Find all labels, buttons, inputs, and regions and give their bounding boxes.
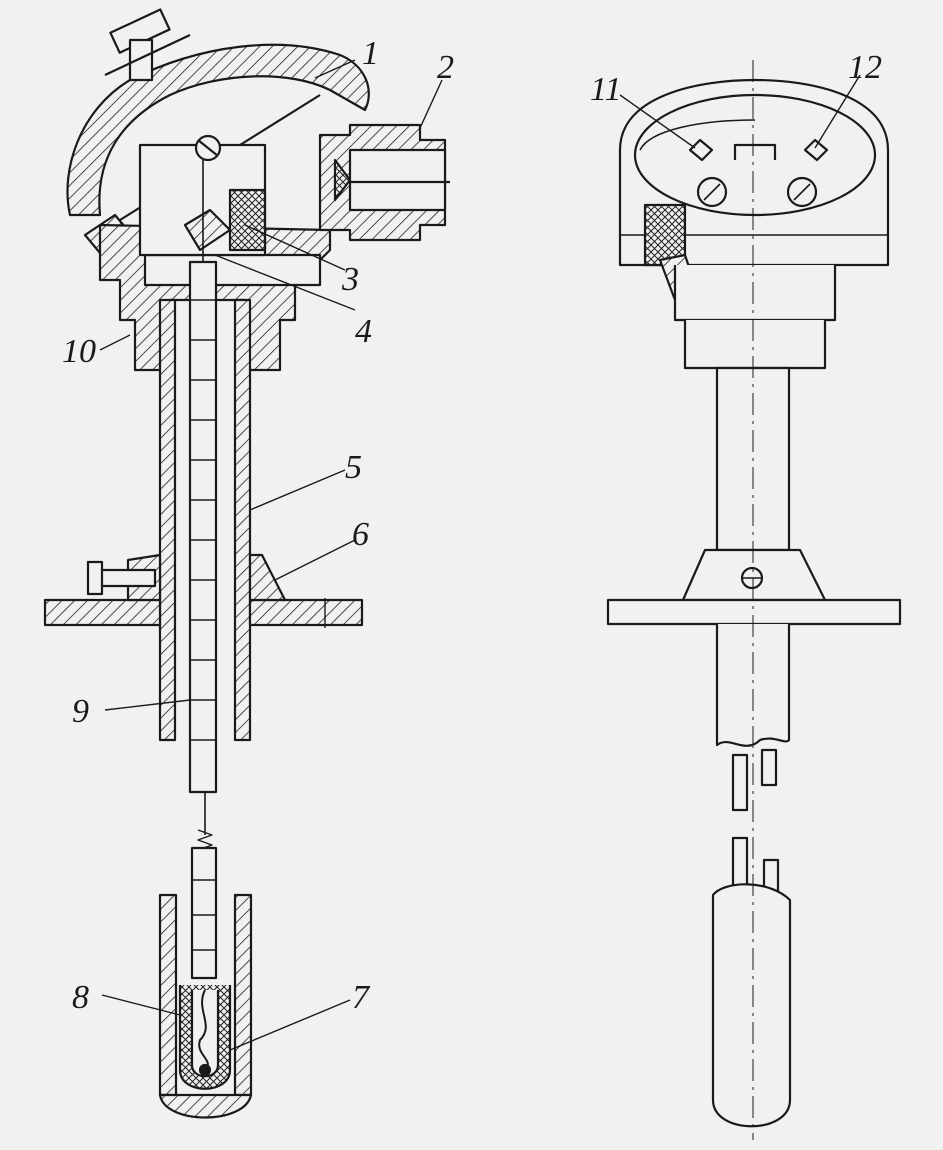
tube-tip [158,1093,253,1119]
insulator-4 [183,208,232,252]
callout-labels: 1 2 3 4 5 6 7 8 9 10 11 12 [62,35,882,1016]
cover-screw [104,8,191,82]
terminal-ridge [733,143,777,160]
terminal-base [143,253,322,287]
flange-screw [86,560,157,596]
callout-7: 7 [352,979,371,1016]
head-cover [66,43,370,217]
terminal-screw-slot [197,139,219,157]
probe-tip [711,883,792,1128]
callout-1: 1 [362,35,379,72]
leader-lines [99,59,861,1051]
callout-12: 12 [848,49,882,86]
callout-3: 3 [341,261,359,298]
gland-seal [333,158,352,202]
insulation-piece [643,203,687,267]
lower-beads [190,846,218,980]
wire-spring [197,829,213,851]
callout-2: 2 [437,49,454,86]
callout-9: 9 [72,693,89,730]
head-inner-edge [639,119,756,151]
wire-stub-right [760,748,778,787]
callout-5: 5 [345,449,362,486]
callout-6: 6 [352,516,369,553]
callout-11: 11 [590,71,621,108]
head-opening [633,93,877,217]
lower-bead-divisions [192,879,216,951]
external-view [606,60,902,1140]
clamp-11 [688,138,714,162]
insulator-3 [228,188,267,252]
head-neck [673,265,837,322]
clamp-12 [803,138,829,162]
flange-plate [606,598,902,626]
gland-bore [348,148,447,212]
sectional-view [43,8,450,1119]
hot-junction [198,989,209,1071]
stem-lower [715,624,791,747]
ceramic-insulator [188,260,218,794]
wire-stub-left [731,753,749,812]
callout-4: 4 [355,313,372,350]
junction-bead [198,1063,212,1077]
callout-8: 8 [72,979,89,1016]
bead-divisions [190,299,216,741]
neck-nut [683,320,827,370]
callout-10: 10 [62,333,96,370]
